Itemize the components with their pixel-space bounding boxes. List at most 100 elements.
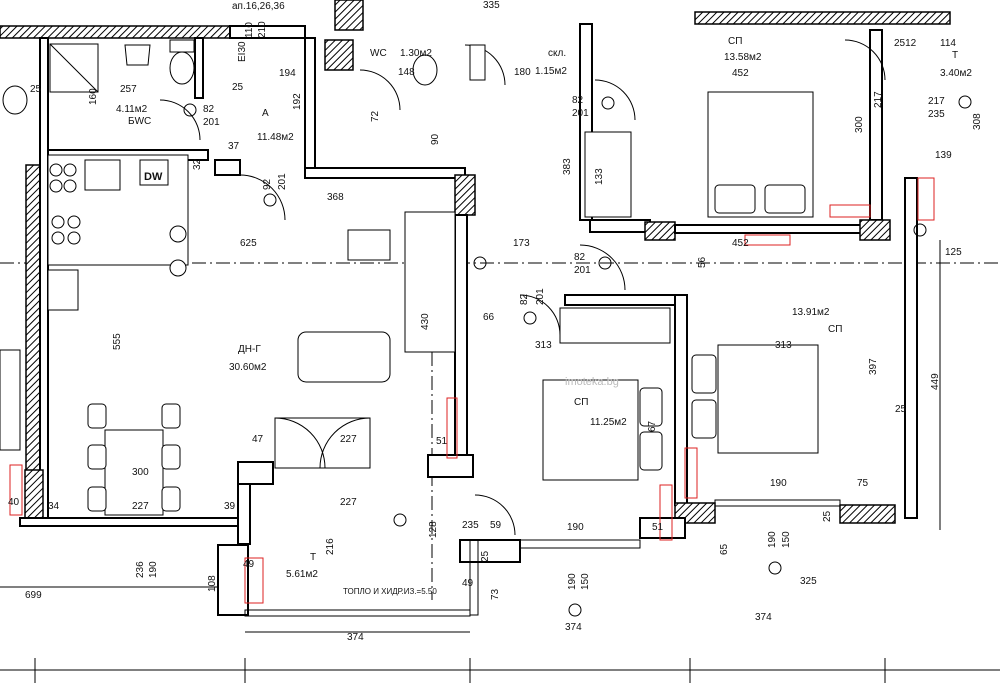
room-hall-name: А (262, 108, 269, 119)
room-bedroom-right-name: СП (828, 324, 842, 335)
door-bedroom-mid (519, 294, 561, 336)
door-bedroom-top (594, 79, 636, 121)
insulation-note: ТОПЛО И ХИДР.ИЗ.=5.50 (343, 587, 437, 596)
dim-label: 108 (207, 575, 218, 592)
dining-table (104, 429, 164, 516)
wall-top-mid (229, 25, 306, 39)
toilet-bath (169, 51, 195, 85)
dim-label: 34 (48, 501, 60, 512)
room-living-area: 30.60м2 (229, 362, 267, 373)
room-wc-area: 1.30м2 (400, 48, 432, 59)
room-terrace-bottom-area: 5.61м2 (286, 569, 318, 580)
red-marker-1 (446, 397, 458, 459)
dim-label: 51 (652, 522, 664, 533)
chair-5 (161, 444, 181, 470)
red-marker-8 (744, 234, 791, 246)
wall-bedroom-top-right (869, 29, 883, 221)
dim-label: 257 (120, 84, 137, 95)
dim-label: 201 (277, 173, 288, 190)
level-marker-bedroom-top (601, 96, 615, 110)
wall-bedroom-top-bottom-left (589, 219, 651, 233)
wc-sink (469, 44, 486, 81)
wall-terrace-left-low (217, 544, 249, 616)
column-living-left (24, 469, 44, 526)
room-storage-name: скл. (548, 48, 566, 59)
watermark: imoteka.bg (565, 376, 619, 388)
red-marker-3 (659, 484, 673, 541)
dim-label: 335 (483, 0, 500, 11)
dim-label: 374 (755, 612, 772, 623)
dim-label: 47 (252, 434, 264, 445)
dim-label: 449 (930, 373, 941, 390)
dim-label: 150 (580, 573, 591, 590)
dim-label: 201 (574, 265, 591, 276)
dim-label: 235 (928, 109, 945, 120)
dim-label: 300 (132, 467, 149, 478)
wall-terrace-top (237, 461, 274, 485)
dim-label: 190 (567, 522, 584, 533)
pillow-right-2 (691, 399, 717, 439)
dim-label: 37 (228, 141, 240, 152)
dishwasher-label: DW (144, 171, 163, 183)
terrace-right-rail (469, 539, 479, 616)
chair-4 (161, 403, 181, 429)
bedroom-mid-rail (519, 539, 641, 549)
dim-label: 313 (535, 340, 552, 351)
apartment-ref: ап.16,26,36 (232, 1, 285, 12)
dim-label: 217 (873, 91, 884, 108)
dim-label: 173 (513, 238, 530, 249)
door-wc (359, 69, 401, 111)
column-right-bottom (839, 504, 896, 524)
dim-label: 73 (490, 588, 501, 600)
dim-label: 65 (719, 543, 730, 555)
dim-label: 82 (574, 252, 586, 263)
level-marker-hall (263, 193, 277, 207)
dim-label: 51 (436, 436, 448, 447)
pillow-mid-2 (639, 431, 663, 471)
dim-label: 192 (292, 93, 303, 110)
bedroom-right-rail (714, 499, 841, 507)
room-bedroom-mid-area: 11.25м2 (590, 417, 627, 428)
hob-2 (63, 163, 77, 177)
door-terrace-mid (474, 494, 516, 536)
dim-label: 368 (327, 192, 344, 203)
kitchen-sink (84, 159, 121, 191)
dim-label: 190 (567, 573, 578, 590)
wall-hall-bottom (304, 167, 466, 179)
dim-label: 190 (770, 478, 787, 489)
door-bedroom-right (579, 244, 626, 291)
dim-label: 227 (340, 434, 357, 445)
side-cabinet (0, 349, 21, 451)
dim-label: 25 (480, 550, 491, 562)
level-marker-corridor (598, 256, 612, 270)
dim-label: 66 (483, 312, 495, 323)
room-bathroom-name: БWC (128, 116, 151, 127)
bar-stool-2 (169, 259, 187, 277)
column-bedroom-top (644, 221, 676, 241)
column-wc (324, 39, 354, 71)
wall-bedroom-mid-corner (639, 517, 686, 539)
pillow-right-1 (691, 354, 717, 394)
dim-label: 210 (257, 21, 268, 38)
dim-label: 313 (775, 340, 792, 351)
door-terrace-left (274, 417, 326, 469)
dim-label: 133 (594, 168, 605, 185)
door-terrace-right-leaf (319, 417, 371, 469)
bidet (124, 44, 151, 66)
pillow-top-1 (714, 184, 756, 214)
dim-label: 128 (428, 521, 439, 538)
dim-label: 90 (430, 133, 441, 145)
dim-label: 2512 (894, 38, 917, 49)
oven-knob-4 (67, 231, 81, 245)
dim-label: 216 (325, 538, 336, 555)
dim-label: 555 (112, 333, 123, 350)
dim-label: 40 (8, 497, 20, 508)
room-bedroom-top-area: 13.58м2 (724, 52, 762, 63)
dim-label: 227 (132, 501, 149, 512)
wardrobe-mid (559, 307, 671, 344)
level-marker-terrace (958, 95, 972, 109)
dim-label: 32 (192, 158, 203, 170)
dim-label: 201 (572, 108, 589, 119)
dim-label: 49 (462, 578, 474, 589)
